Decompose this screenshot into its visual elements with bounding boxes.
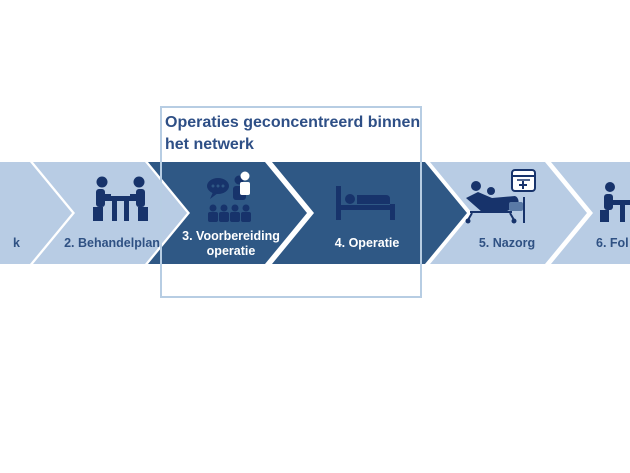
chevron-step-1 [0,162,72,264]
step-6-label: 6. Fol [596,236,630,251]
speaker-figure-icon [240,171,250,195]
step-6-label-line: 6. Fol [596,236,629,250]
highlight-title: Operaties geconcentreerd binnen het netw… [165,114,421,153]
step-4-label: 4. Operatie [310,236,424,251]
step-5-label: 5. Nazorg [458,236,556,251]
consultation-icon [93,176,148,221]
hospital-bed-icon [336,186,395,220]
chevron-step-2 [33,162,187,264]
step-3-label: 3. Voorbereiding operatie [172,229,290,259]
step-2-label: 2. Behandelplan [56,236,168,251]
step-4-label-line: 4. Operatie [334,236,400,250]
step-3-label-line-2: operatie [206,244,256,258]
step-1-label-line: k [13,236,20,250]
step-2-label-line: 2. Behandelplan [64,236,160,250]
step-5-label-line: 5. Nazorg [478,236,536,250]
step-1-label: k [0,236,20,251]
speech-dots-icon [211,184,225,188]
patient-care-icon [465,169,536,224]
highlight-frame [160,106,422,298]
step-3-label-line-1: 3. Voorbereiding [182,229,280,243]
chevron-step-4 [272,162,467,264]
consultation-icon-partial [600,182,630,222]
